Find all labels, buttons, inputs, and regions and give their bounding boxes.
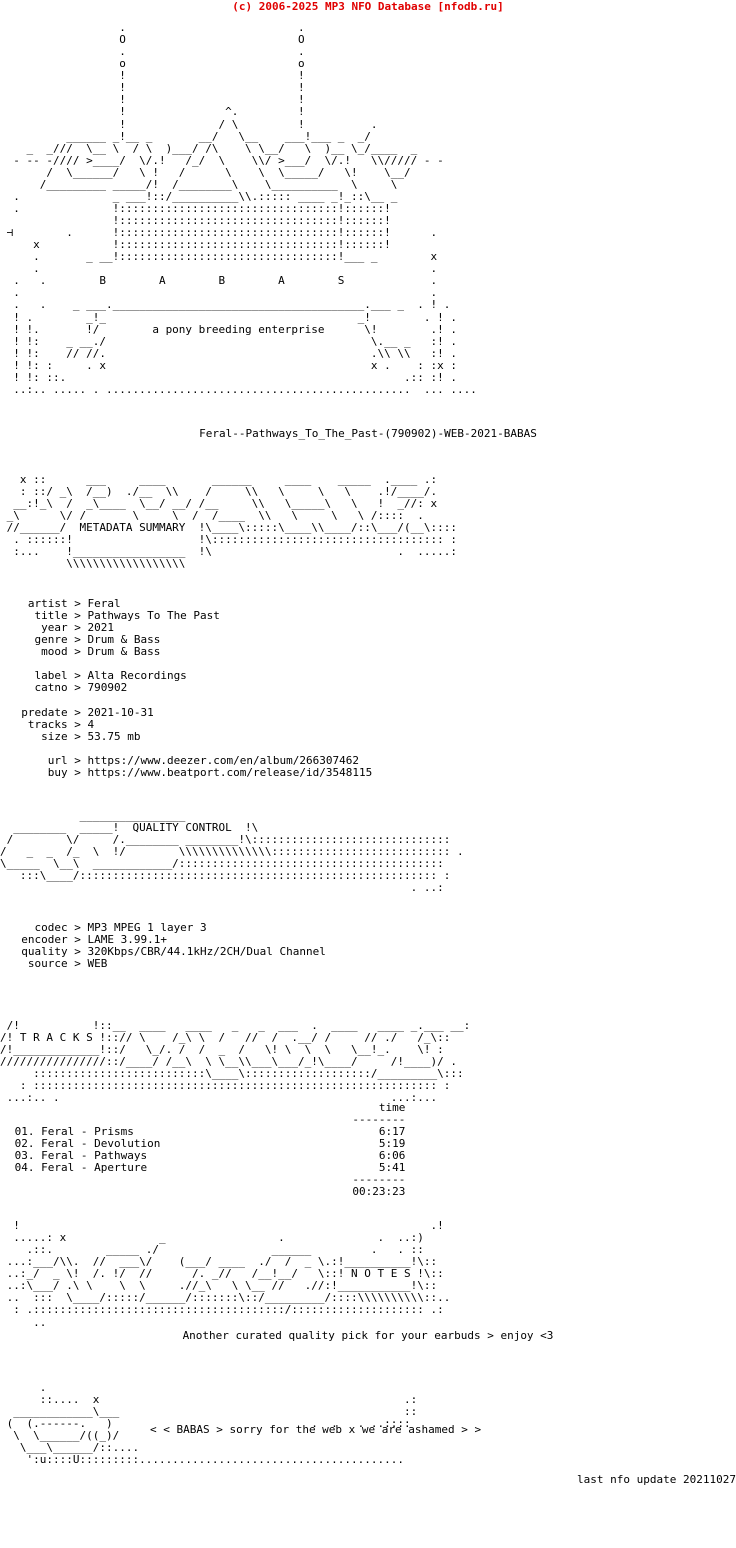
quality-fields: codec > MP3 MPEG 1 layer 3 encoder > LAM… <box>21 921 326 971</box>
quality-control-banner: ________________ ________ _____! QUALITY… <box>0 809 464 895</box>
metadata-fields: artist > Feral title > Pathways To The P… <box>21 597 373 779</box>
footer-greeting: < < BABAS > sorry for the web x we are a… <box>150 1423 482 1436</box>
metadata-summary-banner: x :: ___ ____ ______ ____ _____ .____ .:… <box>6 473 457 571</box>
nfodb-copyright-header: (c) 2006-2025 MP3 NFO Database [nfodb.ru… <box>232 0 504 13</box>
footer-art: . ::.... x .: ____________\___ :: ( (.--… <box>6 1381 418 1467</box>
tracks-banner: /! !::__ ____ ____ _ _ ___ . ____ ____ _… <box>0 1019 471 1105</box>
notes-banner: ! .! .....: x _ . . ..:) .::. _____ ./ _… <box>6 1219 451 1329</box>
release-dirname: Feral--Pathways_To_The_Past-(790902)-WEB… <box>199 427 537 440</box>
babas-logo-ascii-art: . . O O . . o o ! <box>6 21 477 396</box>
notes-text: Another curated quality pick for your ea… <box>182 1329 554 1342</box>
last-nfo-update: last nfo update 20211027 <box>577 1473 736 1486</box>
tracklist: time -------- 01. Feral - Prisms 6:17 02… <box>14 1101 406 1199</box>
